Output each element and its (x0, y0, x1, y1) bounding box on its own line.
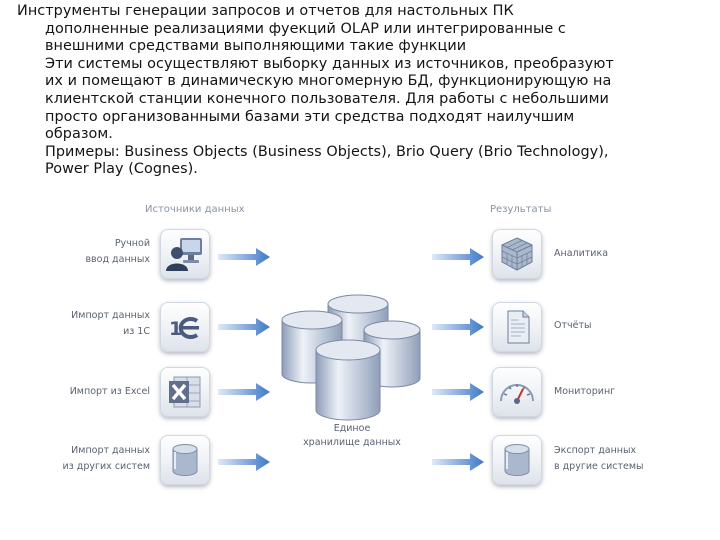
result-tile-analytics (492, 229, 542, 279)
text-paragraph-intro: Инструменты генерации запросов и отчетов… (17, 3, 614, 179)
source-label-other: Импорт данных из других систем (62, 445, 150, 472)
arrow-storage-to-analytics (432, 248, 484, 266)
text-line: Инструменты генерации запросов и отчетов… (17, 3, 514, 19)
text-line: Power Play (Cognes). (45, 161, 198, 178)
arrow-excel-to-storage (218, 383, 270, 401)
source-tile-manual (160, 229, 210, 279)
result-tile-reports (492, 302, 542, 352)
gauge-icon (500, 384, 534, 404)
results-title: Результаты (490, 204, 552, 215)
excel-icon (169, 376, 201, 408)
1c-logo-icon: 1 (169, 317, 199, 340)
arrow-storage-to-reports (432, 318, 484, 336)
source-label-excel: Импорт из Excel (69, 386, 150, 397)
cylinder-front (315, 339, 381, 421)
text-line: просто организованными базами эти средст… (45, 108, 575, 125)
result-label-export: Экспорт данных в другие системы (554, 445, 644, 472)
source-label-1c: Импорт данных из 1С (71, 310, 150, 337)
cube-icon (501, 237, 533, 271)
result-label-analytics: Аналитика (554, 248, 609, 259)
user-pc-icon (166, 238, 202, 271)
document-icon (507, 310, 530, 344)
result-tile-monitoring (492, 367, 542, 417)
result-tile-export (492, 435, 542, 485)
arrow-storage-to-export (432, 453, 484, 471)
text-line: внешними средствами выполняющими такие ф… (45, 38, 467, 55)
text-line: дополненные реализациями фуекций OLAP ил… (45, 20, 566, 37)
database-icon (504, 444, 530, 476)
source-tile-1c: 1 (160, 302, 210, 352)
source-tile-excel (160, 367, 210, 417)
arrow-other-to-storage (218, 453, 270, 471)
arrow-storage-to-monitoring (432, 383, 484, 401)
svg-text:1: 1 (169, 318, 182, 340)
result-label-reports: Отчёты (554, 320, 592, 331)
arrow-1c-to-storage (218, 318, 270, 336)
database-icon (172, 444, 198, 476)
olap-diagram: Источники данных Результаты Ручной ввод … (40, 202, 680, 492)
text-line: их и помещают в динамическую многомерную… (45, 73, 612, 90)
arrow-manual-to-storage (218, 248, 270, 266)
sources-title: Источники данных (145, 204, 245, 215)
text-line: Примеры: Business Objects (Business Obje… (45, 143, 609, 160)
source-tile-other (160, 435, 210, 485)
text-line: образом. (45, 126, 113, 143)
storage-cylinders (281, 294, 421, 421)
storage-label: Единое хранилище данных (303, 423, 401, 448)
text-line: клиентской станции конечного пользовател… (45, 90, 609, 107)
source-label-manual: Ручной ввод данных (85, 238, 150, 265)
text-line: Эти системы осуществляют выборку данных … (45, 55, 614, 72)
result-label-monitoring: Мониторинг (554, 386, 616, 397)
